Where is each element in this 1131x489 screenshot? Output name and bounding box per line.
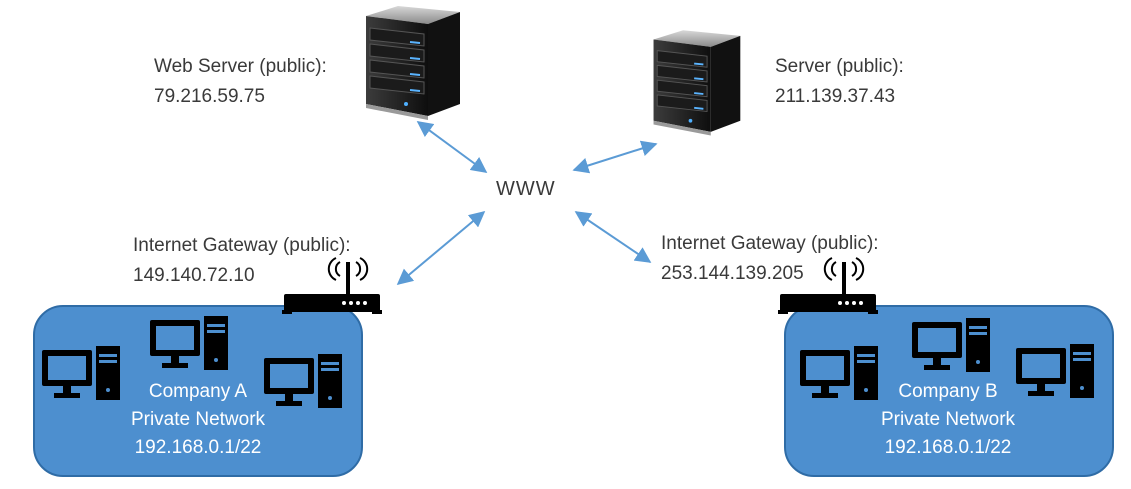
gateway-b-label: Internet Gateway (public): 253.144.139.2… — [661, 229, 879, 289]
gateway-b-title: Internet Gateway (public): — [661, 233, 879, 254]
router-icon — [282, 257, 382, 314]
web-server-label: Web Server (public): 79.216.59.75 — [154, 52, 327, 112]
gateway-a-label: Internet Gateway (public): 149.140.72.10 — [133, 231, 351, 291]
network-b-subnet: 192.168.0.1/22 — [884, 437, 1012, 458]
network-a-subnet: 192.168.0.1/22 — [134, 437, 262, 458]
server-title: Server (public): — [775, 56, 904, 77]
network-a-type: Private Network — [130, 409, 266, 430]
server-icon — [653, 30, 741, 136]
router-icon — [778, 257, 878, 314]
network-b-name: Company B — [898, 381, 998, 402]
server-label: Server (public): 211.139.37.43 — [775, 52, 904, 112]
network-a-text: Company A Private Network 192.168.0.1/22 — [108, 378, 288, 462]
network-a-name: Company A — [148, 381, 248, 402]
arrow-gateway-b-www — [574, 211, 652, 263]
arrow-server-www — [572, 140, 658, 174]
network-b-type: Private Network — [880, 409, 1016, 430]
computer-icon — [264, 354, 342, 408]
gateway-a-title: Internet Gateway (public): — [133, 235, 351, 256]
web-server-ip: 79.216.59.75 — [154, 86, 265, 107]
gateway-b-ip: 253.144.139.205 — [661, 263, 804, 284]
arrow-web-server-www — [416, 121, 488, 173]
www-label: WWW — [496, 178, 556, 200]
computer-icon — [800, 346, 878, 400]
gateway-a-ip: 149.140.72.10 — [133, 265, 255, 286]
computer-icon — [912, 318, 990, 372]
arrow-gateway-a-www — [396, 210, 486, 286]
computer-icon — [1016, 344, 1094, 398]
web-server-icon — [366, 6, 460, 120]
computer-icon — [150, 316, 228, 370]
server-ip: 211.139.37.43 — [775, 86, 896, 107]
computer-icon — [42, 346, 120, 400]
network-b-text: Company B Private Network 192.168.0.1/22 — [858, 378, 1038, 462]
web-server-title: Web Server (public): — [154, 56, 327, 77]
